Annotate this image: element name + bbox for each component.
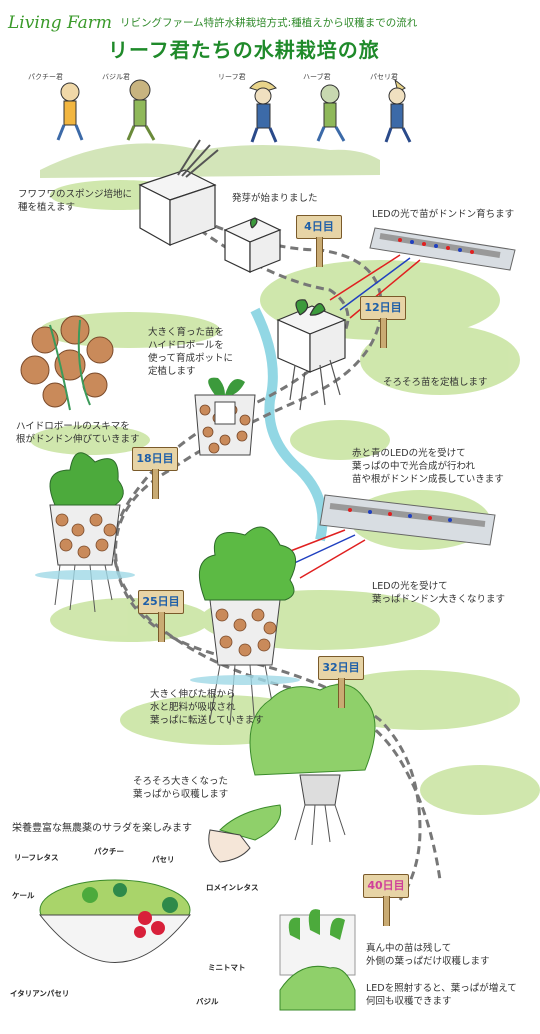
character-leaf-icon	[249, 80, 278, 143]
note-harvest: そろそろ大きくなった 葉っぱから収穫します	[133, 776, 229, 800]
salad-label-parsley: パセリ	[152, 855, 175, 864]
note-hydroball: 大きく育った苗を ハイドロボールを 使って育成ポットに 定植します	[148, 327, 234, 377]
salad-label-leaf-lettuce: リーフレタス	[14, 853, 59, 862]
sponge-sprout	[223, 217, 282, 273]
salad-label-kale: ケール	[12, 891, 35, 900]
salad-label-tomato: ミニトマト	[208, 963, 246, 972]
note-led1: LEDの光で苗がドンドン育ちます	[372, 209, 515, 220]
note-photosynthesis: 赤と青のLEDの光を受けて 葉っぱの中で光合成が行われ 苗や根がドンドン成長して…	[352, 448, 504, 485]
character-herb-icon	[316, 84, 346, 142]
characters-illustration	[56, 78, 412, 143]
note-transplant: そろそろ苗を定植します	[383, 377, 488, 388]
character-label: リーフ君	[218, 73, 246, 81]
harvest-box	[279, 909, 356, 1011]
day-label: 25日目	[138, 590, 184, 614]
character-label: パクチー君	[28, 73, 63, 81]
day-label: 12日目	[360, 296, 406, 320]
page-subtitle: リビングファーム特許水耕栽培方式:種植えから収穫までの流れ	[120, 17, 418, 29]
salad-bowl	[38, 879, 192, 963]
character-coriander-icon	[56, 82, 84, 141]
day-label: 18日目	[132, 447, 178, 471]
note-partial: 真ん中の苗は残して 外側の葉っぱだけ収穫します	[366, 943, 490, 967]
hydroball-cluster	[20, 315, 114, 411]
sponge-seed	[138, 139, 219, 247]
hills	[40, 143, 380, 178]
page-title: リーフ君たちの水耕栽培の旅	[108, 38, 380, 62]
sponge-12days	[276, 299, 347, 411]
note-sprout: 発芽が始まりました	[232, 193, 318, 204]
harvest-hand	[208, 804, 282, 863]
note-led2: LEDの光を受けて 葉っぱドンドン大きくなります	[372, 581, 506, 605]
led-bar-2	[279, 494, 496, 579]
character-label: バジル君	[102, 73, 130, 81]
salad-label-basil: バジル	[196, 997, 219, 1006]
day-label: 32日目	[318, 656, 364, 680]
pot-transplant	[194, 377, 256, 456]
note-repeat: LEDを照射すると、葉っぱが増えて 何回も収穫できます	[366, 983, 517, 1007]
character-basil-icon	[126, 79, 156, 141]
pot-18days	[35, 452, 135, 613]
logo: Living Farm	[8, 13, 113, 33]
salad-label-coriander: パクチー	[94, 847, 124, 856]
led-bar-1	[329, 227, 516, 319]
character-label: ハーブ君	[303, 73, 331, 81]
water-stream	[250, 307, 328, 542]
pot-25days	[190, 526, 300, 729]
salad-label-romaine: ロメインレタス	[206, 883, 259, 892]
note-nutrients: 大きく伸びた根から 水と肥料が吸収され 葉っぱに転送していきます	[150, 689, 264, 726]
character-parsley-icon	[384, 78, 412, 143]
character-label: パセリ君	[370, 73, 398, 81]
day-label: 4日目	[296, 215, 342, 239]
note-salad: 栄養豊富な無農薬のサラダを楽しみます	[12, 823, 192, 834]
growth-path	[112, 208, 442, 901]
day-label: 40日目	[363, 874, 409, 898]
salad-label-italian-parsley: イタリアンパセリ	[10, 989, 70, 998]
note-sponge: フワフワのスポンジ培地に 種を植えます	[18, 189, 133, 213]
note-roots: ハイドロボールのスキマを 根がドンドン伸びていきます	[16, 421, 140, 445]
